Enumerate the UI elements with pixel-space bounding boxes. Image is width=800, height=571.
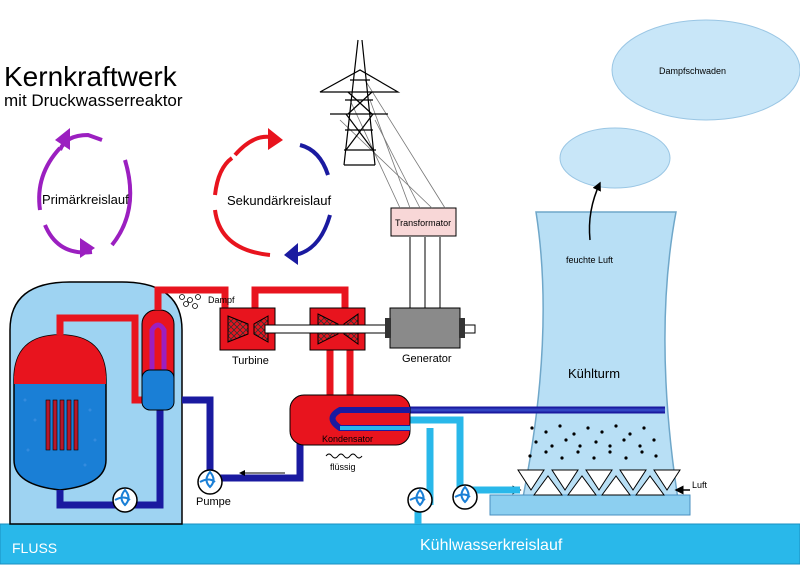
feedwater-line [182, 396, 304, 482]
spray-droplets [528, 424, 658, 460]
secondary-loop-label: Sekundärkreislauf [227, 193, 331, 208]
river-label: FLUSS [12, 540, 57, 556]
steam-cloud-large [611, 19, 800, 121]
generator-leads [409, 237, 441, 308]
steam-cloud-small [559, 127, 671, 189]
cooling-pump-1-icon [407, 487, 433, 513]
steam-line-2 [251, 286, 349, 310]
cooling-pump-2-icon [452, 484, 478, 510]
cooling-tower-label: Kühlturm [568, 366, 620, 381]
humid-air-label: feuchte Luft [566, 255, 614, 265]
transformer-label: Transformator [395, 218, 451, 228]
primary-hot-leg [56, 314, 150, 404]
steam-generator-bottom [141, 369, 175, 411]
cooling-loop-label: Kühlwasserkreislauf [420, 537, 563, 554]
liquid-wave [325, 453, 363, 459]
secondary-loop-arrowheads [268, 128, 298, 265]
subtitle: mit Druckwasserreaktor [4, 91, 183, 110]
steam-plume-label: Dampfschwaden [659, 66, 726, 76]
pump-label: Pumpe [196, 496, 231, 508]
condenser-cooling-tube [329, 407, 410, 431]
air-label: Luft [692, 480, 708, 490]
generator-label: Generator [402, 353, 452, 365]
transformer [390, 207, 457, 237]
rising-air-arrow [588, 181, 601, 241]
turbine-label: Turbine [232, 355, 269, 367]
liquid-label: flüssig [330, 462, 356, 472]
river [0, 523, 800, 565]
reactor-vessel [13, 334, 107, 491]
primary-loop-arrowheads [55, 128, 95, 258]
title: Kernkraftwerk [4, 61, 178, 92]
generator-icon [385, 307, 465, 349]
primary-loop-label: Primärkreislauf [42, 192, 129, 207]
cooling-fill-triangles [517, 469, 681, 496]
power-lines [339, 79, 446, 209]
steam-label: Dampf [208, 295, 235, 305]
steam-line [154, 286, 229, 310]
turbine-shaft [264, 324, 476, 334]
feedwater-pump-icon [197, 469, 223, 495]
steam-generator-tube [149, 322, 167, 400]
steam-bubbles [179, 294, 201, 309]
transmission-tower-icon [319, 39, 401, 166]
primary-pump-icon [112, 487, 138, 513]
condenser-label: Kondensator [322, 434, 373, 444]
cooling-tower-base [489, 494, 691, 516]
